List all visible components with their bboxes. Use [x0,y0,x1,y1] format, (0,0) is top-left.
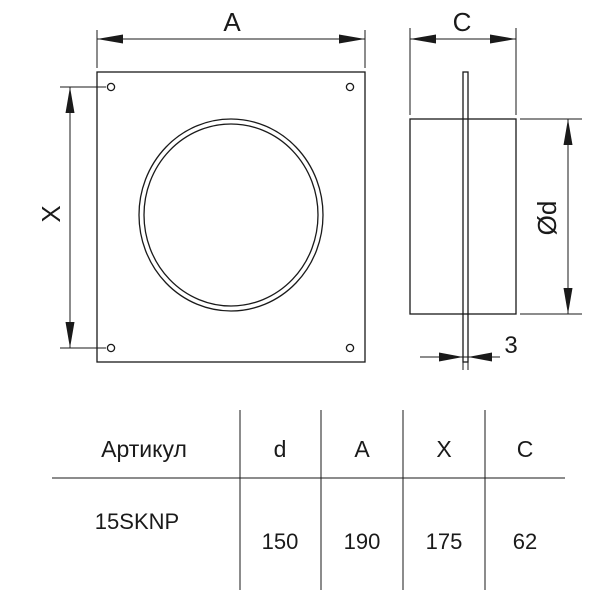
table-cell-article: 15SKNP [95,509,179,534]
dimension-x: X [36,86,106,349]
dimension-a-label: A [223,7,241,37]
table-header-x: X [436,436,451,462]
mounting-hole-bottom-left [106,343,116,353]
wall-plate [96,71,366,363]
dimension-d: Ød [520,118,582,315]
mounting-hole-top-left [106,82,116,92]
dimension-c: C [409,7,517,115]
table-header-a: A [354,436,370,462]
spec-table: Артикул d A X C 15SKNP 150 190 175 62 [52,410,565,590]
mounting-hole-top-right [345,82,355,92]
dimension-c-label: C [453,7,472,37]
table-cell-d: 150 [262,529,299,554]
dimension-flange-thickness: 3 [420,332,518,370]
spigot-outer-circle [138,118,324,312]
front-view [96,71,366,363]
table-cell-a: 190 [344,529,381,554]
side-spigot [409,118,517,315]
table-cell-c: 62 [513,529,537,554]
side-flange [462,71,469,363]
dimension-x-label: X [36,205,66,222]
dimension-d-label: Ød [532,201,562,236]
spigot-inner-circle [143,123,319,307]
table-header-article: Артикул [101,436,187,462]
table-header-c: C [517,436,534,462]
side-view [409,71,517,363]
table-cell-x: 175 [426,529,463,554]
dimension-a: A [96,7,366,68]
mounting-hole-bottom-right [345,343,355,353]
table-header-d: d [274,436,287,462]
dimension-flange-label: 3 [504,332,517,359]
